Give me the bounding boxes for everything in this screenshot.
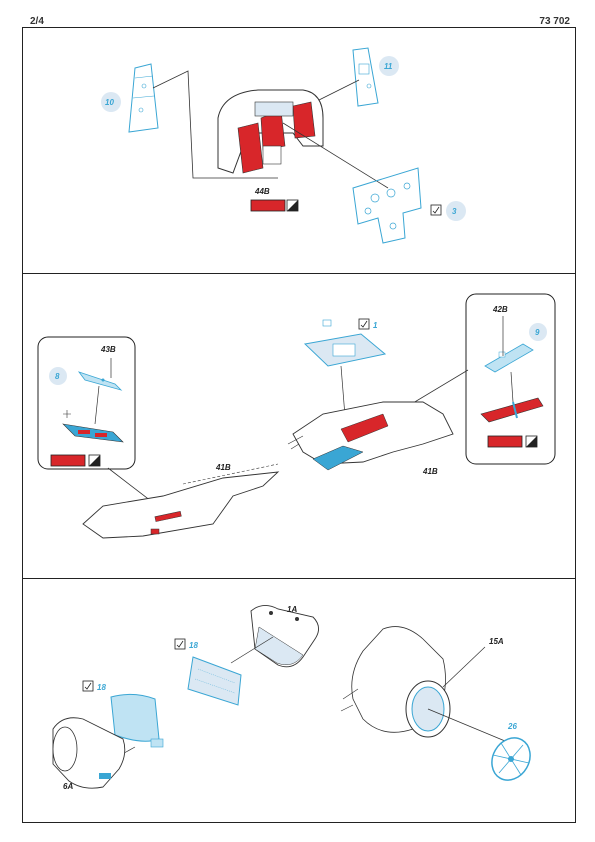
part-ref-15a: 15A [489, 637, 504, 646]
part-number-18-bottom: 18 [97, 683, 106, 692]
part-number-26: 26 [507, 722, 517, 731]
etch-part-18-bottom [110, 693, 164, 748]
part-number-8: 8 [55, 372, 60, 381]
part-number-9: 9 [535, 328, 540, 337]
kit-code: 73 702 [539, 16, 570, 27]
part-number-3: 3 [452, 207, 457, 216]
etch-part-3 [352, 167, 422, 244]
bend-icon [430, 204, 442, 216]
etch-part-18-top [187, 656, 242, 706]
part-ref-41b-left: 41B [215, 463, 231, 472]
etch-part-10 [128, 63, 159, 133]
part-number-1: 1 [373, 321, 378, 330]
bend-icon [174, 638, 186, 650]
callout-bubble [379, 56, 399, 76]
etch-part-1 [303, 319, 387, 367]
cockpit-coaming [217, 89, 324, 174]
bend-icon [82, 680, 94, 692]
etch-part-26 [491, 737, 531, 781]
seat-rail-right [480, 397, 544, 423]
callout-bubble [529, 323, 547, 341]
callout-bubble [101, 92, 121, 112]
paint-swatch-red [250, 199, 286, 212]
paint-ref-42b: 42B [492, 305, 508, 314]
part-number-11: 11 [384, 62, 393, 71]
paint-swatch-red [50, 454, 86, 467]
intake-tube-6a [52, 717, 126, 789]
console-piece-left [62, 410, 124, 443]
callout-bubble [49, 367, 67, 385]
etch-part-8 [77, 371, 123, 391]
part-ref-6a: 6A [63, 782, 73, 791]
paint-ref-44b: 44B [254, 187, 270, 196]
intake-tube-1a [250, 605, 319, 668]
step-panel-2: 43B 8 41B 1 42B 9 [22, 273, 576, 580]
step-panel-1: 10 11 3 44B [22, 27, 576, 275]
callout-bubble [446, 201, 466, 221]
detail-inset-left [37, 336, 136, 470]
paint-ref-43b: 43B [100, 345, 116, 354]
step-panel-3: 1A 18 18 6A 15A 26 [22, 578, 576, 823]
side-console-right [287, 401, 454, 471]
page-number: 2/4 [30, 16, 44, 27]
engine-intake-15a [340, 626, 451, 738]
paint-swatch-red [487, 435, 523, 448]
part-ref-1a: 1A [287, 605, 297, 614]
bend-icon [358, 318, 370, 330]
side-console-left [82, 463, 280, 539]
etch-part-9 [484, 343, 534, 373]
part-number-18-top: 18 [189, 641, 198, 650]
part-number-10: 10 [105, 98, 114, 107]
part-ref-41b-right: 41B [422, 467, 438, 476]
etch-part-11 [352, 47, 379, 107]
